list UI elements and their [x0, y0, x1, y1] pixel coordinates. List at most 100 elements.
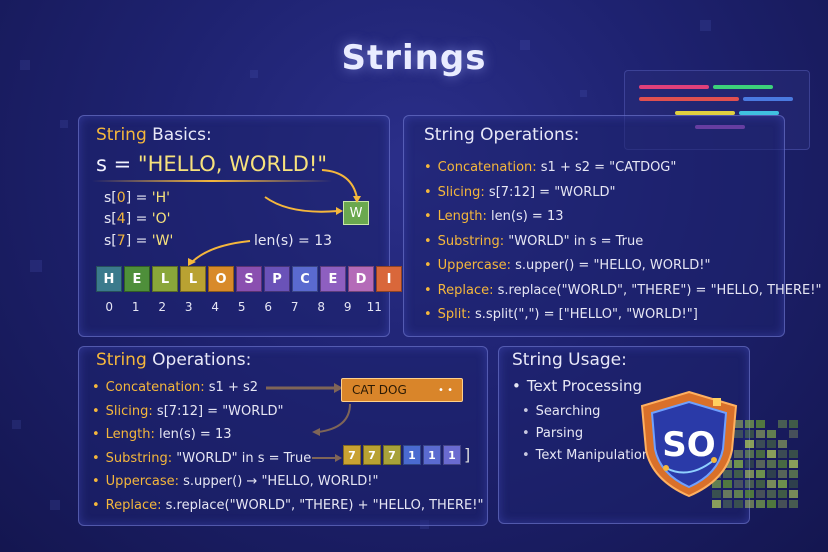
pixel [778, 490, 787, 498]
pixel [767, 430, 776, 438]
usage-title: String Usage: [512, 350, 627, 370]
arrowhead [336, 207, 343, 215]
pixel [756, 450, 765, 458]
pixel [756, 490, 765, 498]
char-cell: S [236, 266, 262, 292]
pixel [756, 460, 765, 468]
operation-item: •Replace: s.replace("WORLD", "THERE) + "… [92, 497, 484, 513]
bg-square [580, 90, 587, 97]
code-line [743, 97, 793, 101]
digit-cell: 1 [403, 445, 421, 465]
pixel [756, 480, 765, 488]
assign-var: s = [96, 152, 132, 176]
arrowhead [188, 258, 196, 266]
ops-left-title: String Operations: [96, 350, 252, 370]
digit-cell: 7 [383, 445, 401, 465]
operation-key: Substring: [105, 450, 177, 466]
index-row: s[0] = 'H' [104, 190, 171, 206]
pixel [767, 470, 776, 478]
digit-cell: 7 [343, 445, 361, 465]
pixel [756, 420, 765, 428]
pixel [734, 500, 743, 508]
index-number: 5 [237, 300, 246, 314]
digit-cell: 1 [423, 445, 441, 465]
index-number: 1 [131, 300, 140, 314]
code-line [739, 111, 779, 115]
string-operations-panel-right [403, 115, 785, 337]
pixel [712, 480, 721, 488]
title-accent: String [96, 125, 147, 145]
arrow [321, 169, 358, 199]
operation-key: Replace: [105, 497, 166, 513]
operation-value: s.upper() = "HELLO, WORLD!" [515, 258, 711, 273]
index-number: 4 [211, 300, 220, 314]
len-label: len(s) = 13 [254, 233, 333, 249]
index-number: 6 [264, 300, 273, 314]
arrow [191, 240, 251, 263]
pixel [734, 450, 743, 458]
pixel [745, 470, 754, 478]
ops-right-title: String Operations: [424, 125, 580, 145]
underline-glow [92, 180, 332, 182]
pixel [789, 420, 798, 428]
index-number: 3 [184, 300, 193, 314]
operation-key: Uppercase: [105, 474, 184, 489]
char-cell: E [124, 266, 150, 292]
string-basics-panel [78, 115, 390, 337]
pixel [734, 470, 743, 478]
pixel [767, 460, 776, 468]
index-row: s[4] = 'O' [104, 211, 171, 227]
string-basics-title: String Basics: [96, 125, 212, 145]
index-number: 8 [317, 300, 326, 314]
operation-value: s1 + s2 [208, 380, 259, 395]
operation-item: •Concatenation: s1 + s2 = "CATDOG" [424, 160, 677, 175]
pixel [767, 500, 776, 508]
pixel [745, 430, 754, 438]
bracket-glyph: ] [464, 445, 471, 464]
pixel [767, 480, 776, 488]
operation-item: •Uppercase: s.upper() → "HELLO, WORLD!" [92, 474, 379, 489]
bg-square [700, 20, 711, 31]
code-line [675, 111, 735, 115]
page-title: Strings [341, 38, 487, 78]
char-cell: P [264, 266, 290, 292]
shield-badge-icon: SO [640, 390, 738, 498]
pixel [756, 440, 765, 448]
pixel [734, 460, 743, 468]
char-cell: E [320, 266, 346, 292]
char-cell: D [348, 266, 374, 292]
code-line [639, 97, 739, 101]
code-line [639, 85, 709, 89]
operation-item: •Replace: s.replace("WORLD", "THERE") = … [424, 282, 822, 298]
index-number: 11 [366, 300, 382, 314]
operation-value: len(s) = 13 [159, 427, 232, 442]
bg-square [520, 40, 530, 50]
pixel [734, 430, 743, 438]
arrow [264, 196, 339, 213]
pixel [723, 480, 732, 488]
char-cell: L [152, 266, 178, 292]
operation-key: Slicing: [437, 184, 489, 200]
pixel [745, 480, 754, 488]
catdog-box: CAT DOG • • [341, 378, 463, 402]
char-cell: I [376, 266, 402, 292]
pixel [712, 500, 721, 508]
bg-square [50, 500, 60, 510]
arrowhead [353, 196, 361, 203]
operation-value: len(s) = 13 [491, 209, 564, 224]
operation-value: s.replace("WORLD", "THERE") = "HELLO, TH… [497, 282, 822, 298]
operation-value: s1 + s2 = "CATDOG" [540, 160, 677, 175]
operation-key: Replace: [437, 282, 498, 298]
pixel [745, 490, 754, 498]
bg-square [60, 120, 68, 128]
operation-item: •Slicing: s[7:12] = "WORLD" [92, 403, 284, 419]
pixel [778, 500, 787, 508]
pixel [778, 450, 787, 458]
pixel [789, 450, 798, 458]
operation-key: Split: [437, 307, 476, 322]
operation-key: Uppercase: [437, 258, 516, 273]
usage-main: •Text Processing [512, 377, 643, 395]
pixel [789, 430, 798, 438]
